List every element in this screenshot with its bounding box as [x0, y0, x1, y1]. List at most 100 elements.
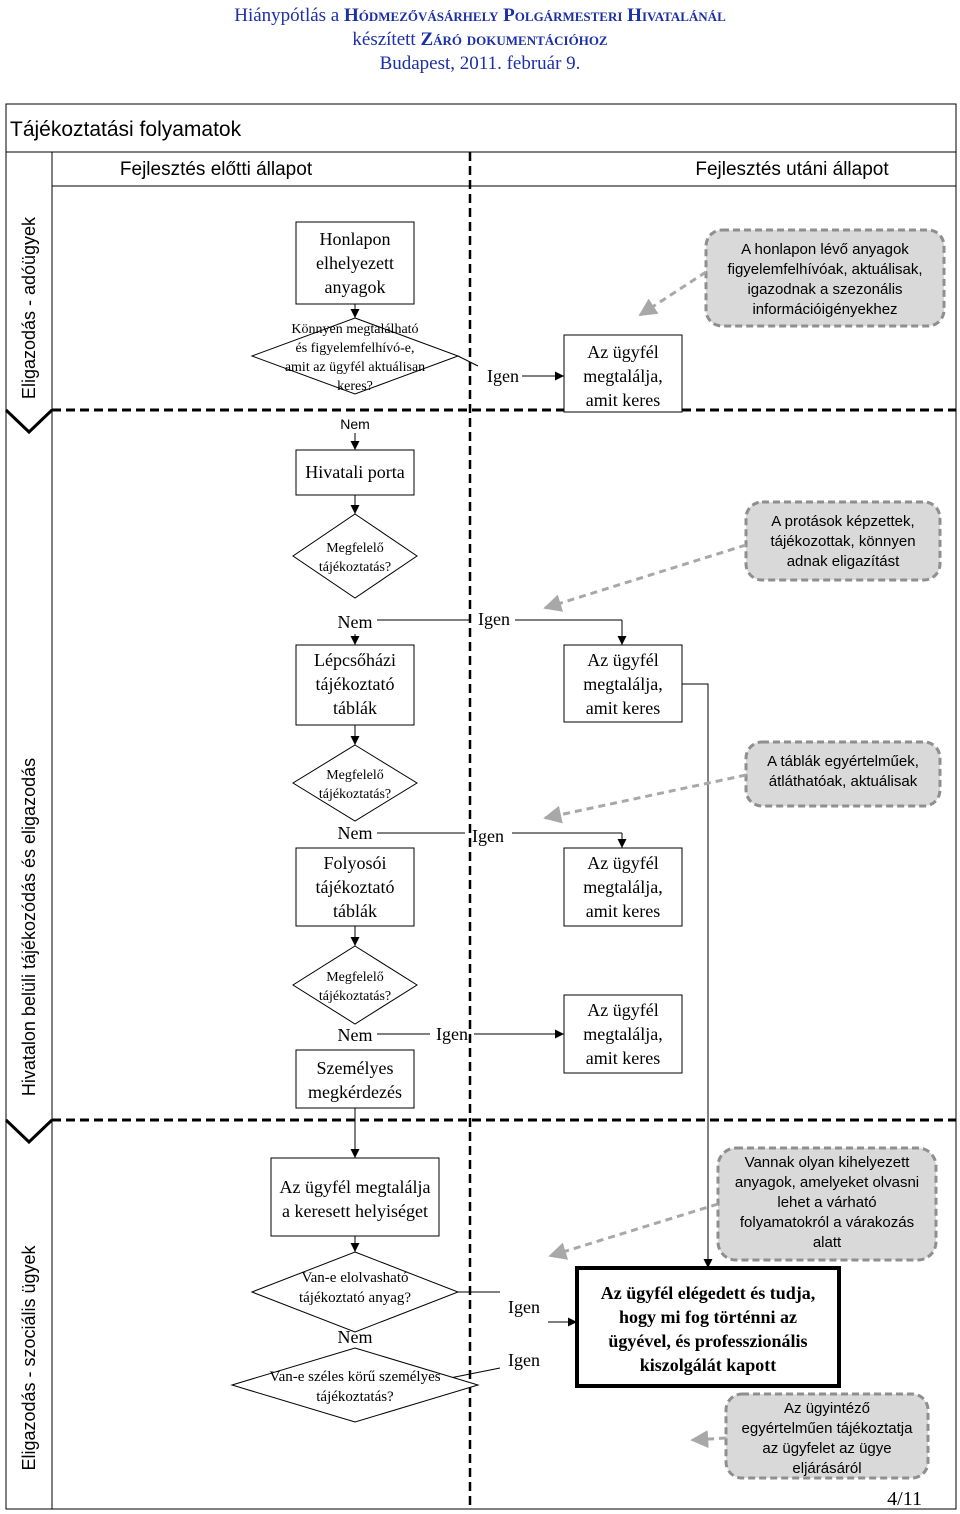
decision-readable-material	[250, 1251, 460, 1333]
final-outcome-label-line: Az ügyfél elégedett és tudja,	[601, 1283, 815, 1303]
header-line-1: Hiánypótlás a Hódmezővásárhely Polgármes…	[0, 4, 960, 28]
final-outcome-label-line: kiszolgálát kapott	[640, 1355, 777, 1375]
callout-clerk-text-line: az ügyfelet az ügye	[762, 1440, 891, 1457]
callout-reception-text-line: adnak eligazítást	[787, 553, 900, 570]
callout-website	[704, 228, 946, 328]
decision-personal-info-label-line: Van-e széles körű személyes	[269, 1369, 440, 1385]
box-website-materials	[295, 221, 415, 305]
header-line-3: Budapest, 2011. február 9.	[379, 53, 581, 74]
callout-waiting-text-line: folyamatokról a várakozás	[740, 1214, 914, 1231]
found-3-label-line: amit keres	[586, 901, 660, 921]
box-staircase-signs	[295, 644, 415, 726]
diagram-frame	[5, 103, 957, 1510]
callout-pointers	[543, 270, 747, 1449]
lane-label-tax: Eligazodás - adóügyek	[19, 216, 39, 399]
header-line-2: készített Záró dokumentációhoz	[0, 28, 960, 52]
edge-label-yes: Igen	[508, 1297, 540, 1317]
found-1-label-line: Az ügyfél	[587, 342, 658, 362]
callout-clerk	[724, 1392, 930, 1480]
callout-labels: A honlapon lévő anyagok figyelemfelhívóak…	[727, 241, 922, 1477]
column-before-title: Fejlesztés előtti állapot	[120, 159, 313, 180]
found-1-label-line: amit keres	[586, 390, 660, 410]
corridor-signs-label-line: tájékoztató	[316, 877, 395, 897]
decision-website-label-line: keres?	[337, 379, 373, 394]
final-outcome-label-line: ügyével, és professzionális	[608, 1331, 807, 1351]
callout-website-text-line: figyelemfelhívóak, aktuálisak,	[727, 261, 922, 278]
decision-reception-label-line: Megfelelő	[326, 541, 384, 556]
callout-waiting-text-line: anyagok, amelyeket olvasni	[735, 1174, 919, 1191]
lane-chevrons	[4, 408, 54, 1145]
box-room-found	[270, 1157, 440, 1237]
edge-label-yes: Igen	[487, 366, 519, 386]
decision-reception	[292, 513, 418, 599]
callout-waiting-text-line: Vannak olyan kihelyezett	[745, 1154, 911, 1171]
process-boxes	[270, 221, 841, 1388]
callout-signs-text-line: átláthatóak, aktuálisak	[769, 773, 918, 790]
website-materials-label-line: elhelyezett	[316, 253, 394, 273]
callout-reception-text-line: tájékozottak, könnyen	[770, 533, 915, 550]
decision-website-label-line: és figyelemfelhívó-e,	[296, 341, 415, 356]
decision-staircase	[292, 744, 418, 822]
room-found-label-line: a keresett helyiséget	[282, 1201, 428, 1221]
edge-label-no: Nem	[338, 612, 373, 632]
corridor-signs-label-line: táblák	[333, 901, 377, 921]
room-found-label-line: Az ügyfél megtalálja	[280, 1177, 431, 1197]
decision-personal-info-label-line: tájékoztatás?	[316, 1389, 394, 1405]
document-header: Hiánypótlás a Hódmezővásárhely Polgármes…	[0, 4, 960, 76]
website-materials-label-line: anyagok	[325, 277, 386, 297]
diagram-title: Tájékoztatási folyamatok	[10, 118, 242, 141]
box-reception	[295, 449, 415, 496]
edge-label-yes: Igen	[478, 609, 510, 629]
lane-dividers	[52, 152, 956, 1509]
box-found-1	[563, 334, 683, 413]
decision-staircase-label-line: Megfelelő	[326, 768, 384, 783]
callout-website-text-line: A honlapon lévő anyagok	[741, 241, 909, 258]
found-4-label-line: Az ügyfél	[587, 1000, 658, 1020]
found-2-label-line: Az ügyfél	[587, 650, 658, 670]
decision-corridor-label-line: tájékoztatás?	[319, 989, 391, 1004]
edge-label-no: Nem	[338, 1025, 373, 1045]
callout-clerk-text-line: eljárásáról	[792, 1460, 861, 1477]
connectors	[350, 304, 713, 1381]
decision-readable-material-label-line: Van-e elolvasható	[301, 1270, 408, 1286]
header-document-name: Záró dokumentációhoz	[420, 29, 608, 50]
callout-website-text-line: igazodnak a szezonális	[747, 281, 902, 298]
box-corridor-signs	[295, 847, 415, 927]
box-found-2	[563, 644, 683, 723]
reception-label-line: Hivatali porta	[305, 462, 404, 482]
found-3-label-line: megtalálja,	[583, 877, 662, 897]
lane-label-social: Eligazodás - szociális ügyek	[19, 1244, 39, 1470]
final-outcome-label-line: hogy mi fog történni az	[619, 1307, 797, 1327]
found-4-label-line: megtalálja,	[583, 1024, 662, 1044]
decision-reception-label-line: tájékoztatás?	[319, 560, 391, 575]
decision-website-label-line: amit az ügyfél aktuálisan	[285, 360, 425, 375]
box-found-4	[563, 994, 683, 1074]
found-3-label-line: Az ügyfél	[587, 853, 658, 873]
callout-website-text-line: információigényekhez	[752, 301, 897, 318]
edge-label-yes: Igen	[436, 1024, 468, 1044]
callout-waiting-text-line: lehet a várható	[777, 1194, 876, 1211]
decision-readable-material-label-line: tájékoztató anyag?	[299, 1290, 411, 1306]
callout-signs-text-line: A táblák egyértelműek,	[767, 753, 919, 770]
box-personal-inquiry	[295, 1049, 415, 1109]
page-number: 4/11	[887, 1488, 922, 1510]
box-final-outcome	[575, 1266, 841, 1388]
decision-personal-info	[230, 1347, 480, 1423]
header-prefix-2: készített	[352, 29, 421, 50]
personal-inquiry-label-line: megkérdezés	[308, 1082, 402, 1102]
decision-website-label-line: Könnyen megtalálható	[291, 322, 418, 337]
personal-inquiry-label-line: Személyes	[317, 1058, 394, 1078]
decision-corridor	[292, 945, 418, 1025]
decision-staircase-label-line: tájékoztatás?	[319, 787, 391, 802]
edge-label-yes: Igen	[472, 826, 504, 846]
callout-signs	[744, 740, 942, 808]
edge-label-no: Nem	[338, 823, 373, 843]
corridor-signs-label-line: Folyosói	[323, 853, 386, 873]
lane-label-internal: Hivatalon belüli tájékozódás és eligazod…	[19, 758, 39, 1096]
decision-corridor-label-line: Megfelelő	[326, 970, 384, 985]
edge-label-no: Nem	[338, 1327, 373, 1347]
callout-reception	[744, 500, 942, 582]
staircase-signs-label-line: tájékoztató	[316, 674, 395, 694]
